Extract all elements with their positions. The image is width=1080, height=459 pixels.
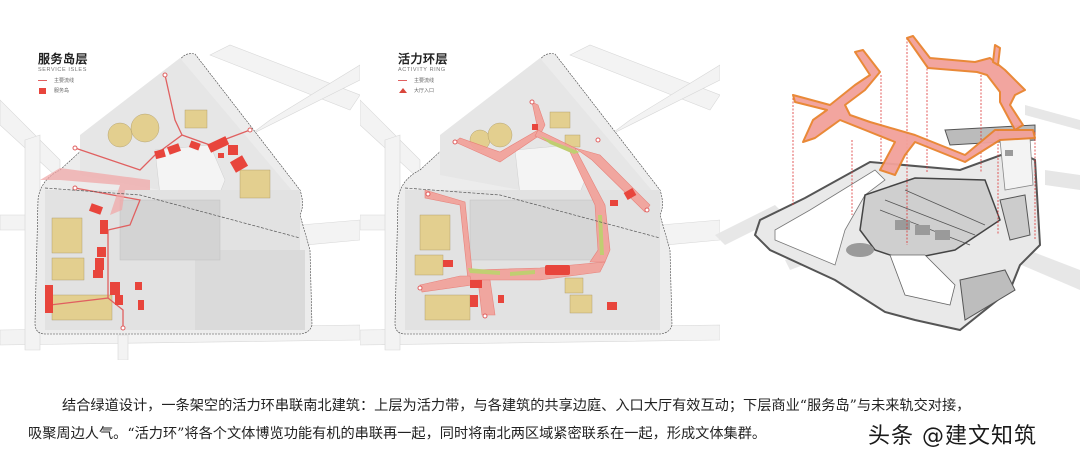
legend-label: 大厅入口 bbox=[414, 88, 435, 94]
panel-title: 服务岛层 bbox=[38, 52, 89, 66]
caption-line-2: 吸聚周边人气。“活力环”将各个文体博览功能有机的串联再一起，同时将南北两区域紧密… bbox=[28, 426, 767, 442]
legend-item-main-route: 主要流线 bbox=[398, 77, 448, 84]
legend-label: 主要流线 bbox=[414, 78, 435, 84]
caption-line-1: 结合绿道设计，一条架空的活力环串联南北建筑：上层为活力带，与各建筑的共享边庭、入… bbox=[62, 398, 971, 414]
service-isles-plan: 服务岛层 SERVICE ISLES 主要流线 服务岛 bbox=[0, 40, 360, 360]
panel-subtitle: SERVICE ISLES bbox=[38, 67, 87, 73]
service-isle-swatch-icon bbox=[39, 87, 46, 94]
service-isles-legend: 服务岛层 SERVICE ISLES 主要流线 服务岛 bbox=[38, 52, 88, 94]
activity-ring-legend: 活力环层 ACTIVITY RING 主要流线 大厅入口 bbox=[398, 52, 448, 94]
entrance-triangle-icon bbox=[399, 88, 407, 93]
legend-label: 服务岛 bbox=[54, 88, 70, 94]
legend-item-main-route: 主要流线 bbox=[38, 77, 88, 84]
route-line-icon bbox=[398, 80, 407, 81]
panel-title: 活力环层 bbox=[398, 52, 449, 66]
activity-ring-site-plan bbox=[360, 44, 720, 351]
activity-ring-plan: 活力环层 ACTIVITY RING 主要流线 大厅入口 bbox=[360, 40, 720, 360]
caption-text: 结合绿道设计，一条架空的活力环串联南北建筑：上层为活力带，与各建筑的共享边庭、入… bbox=[0, 392, 1080, 448]
activity-ring-axonometric bbox=[715, 30, 1080, 350]
route-line-icon bbox=[38, 80, 47, 81]
legend-item-hall-entrance: 大厅入口 bbox=[398, 87, 448, 94]
legend-label: 主要流线 bbox=[54, 78, 75, 84]
axonometric-diagram bbox=[715, 35, 1080, 332]
service-isles-site-plan bbox=[0, 44, 360, 360]
panel-subtitle: ACTIVITY RING bbox=[398, 67, 446, 73]
legend-item-service-isle: 服务岛 bbox=[38, 87, 88, 94]
watermark: 头条 @建文知筑 bbox=[868, 424, 1037, 449]
